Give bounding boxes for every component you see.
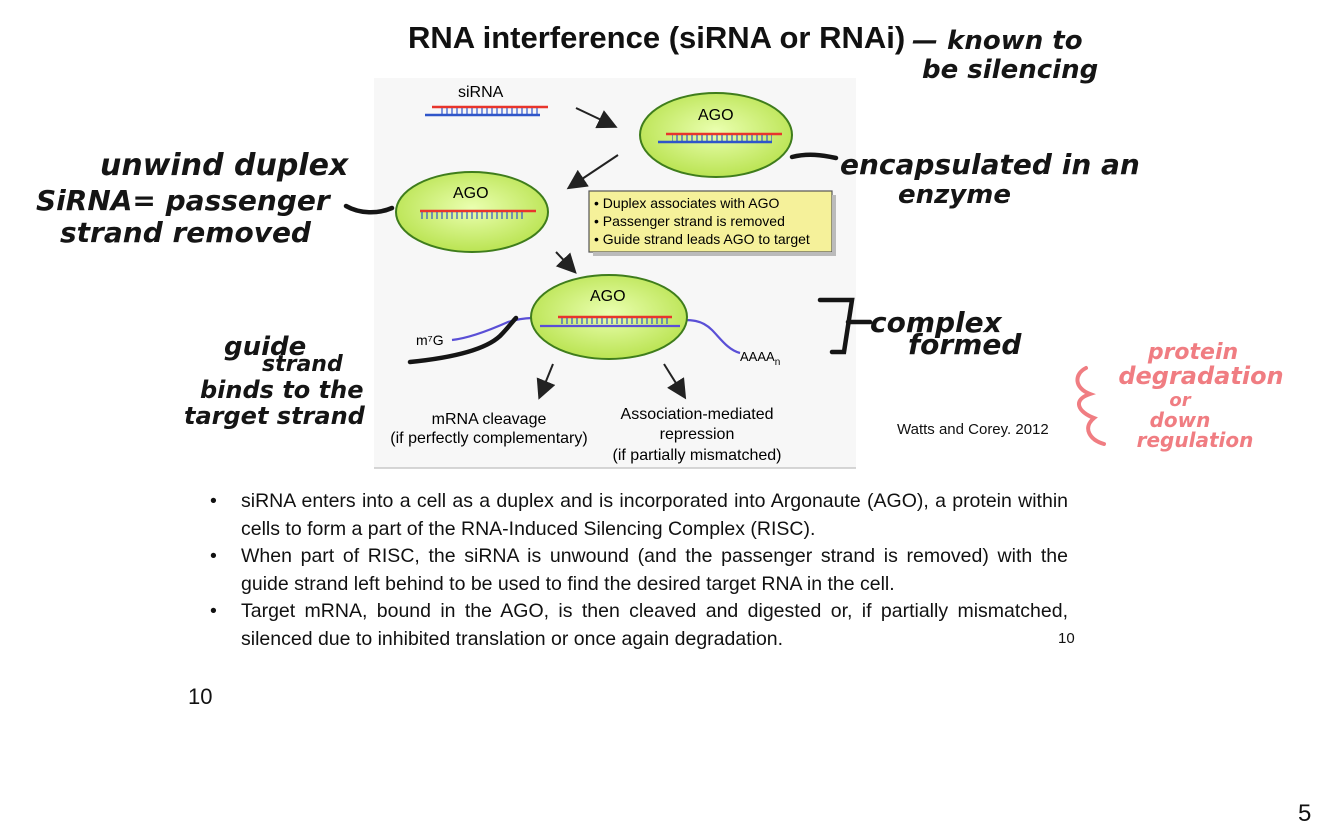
- cleavage-condition: (if perfectly complementary): [390, 430, 587, 447]
- handwritten-note-known: — known to: [912, 26, 1083, 56]
- slide-title: RNA interference (siRNA or RNAi): [408, 20, 906, 55]
- repression-label: repression: [660, 426, 735, 443]
- handwritten-pink-marks: [1075, 366, 1106, 446]
- note-item: • Passenger strand is removed: [594, 213, 785, 229]
- handwritten-note-protein: degradation: [1118, 362, 1284, 390]
- handwritten-note-protein: regulation: [1136, 428, 1254, 452]
- arrow-icon: [663, 363, 687, 400]
- pointer-stroke: [343, 203, 395, 215]
- bullet-item: When part of RISC, the siRNA is unwound …: [206, 543, 1068, 598]
- cap-label: m⁷G: [416, 332, 444, 348]
- page-number: 10: [188, 684, 213, 709]
- cleavage-label: mRNA cleavage: [432, 411, 547, 428]
- pointer-stroke: [789, 152, 839, 161]
- ago-label: AGO: [453, 185, 489, 202]
- citation: Watts and Corey. 2012: [897, 421, 1049, 438]
- bullet-item: Target mRNA, bound in the AGO, is then c…: [206, 598, 1068, 653]
- handwritten-note-protein: or: [1169, 390, 1191, 411]
- ago-guide-strand-middle: [420, 209, 536, 219]
- handwritten-note-unwind: unwind duplex: [100, 148, 349, 183]
- bullet-list: siRNA enters into a cell as a duplex and…: [206, 488, 1068, 653]
- arrow-icon: [536, 363, 556, 400]
- handwritten-note-protein: down: [1149, 408, 1211, 432]
- handwritten-note-complex: formed: [908, 328, 1022, 361]
- handwritten-note-encapsulated: enzyme: [898, 180, 1011, 210]
- handwritten-note-guide: target strand: [184, 402, 365, 430]
- page-number-corner: 5: [1298, 800, 1312, 827]
- sirna-duplex: [425, 105, 548, 117]
- handwritten-note-guide: strand: [262, 352, 343, 377]
- sirna-label: siRNA: [458, 84, 504, 101]
- handwritten-note-known: be silencing: [922, 55, 1099, 85]
- handwritten-note-unwind: SiRNA= passenger: [36, 184, 330, 217]
- ago-target-complex: [540, 315, 680, 328]
- pink-brace-stroke: [1075, 366, 1106, 446]
- note-item: • Guide strand leads AGO to target: [594, 231, 810, 247]
- pointer-stroke: [407, 315, 519, 365]
- poly-a-label: AAAAn: [740, 349, 780, 368]
- note-item: • Duplex associates with AGO: [594, 195, 780, 211]
- slide-number-ref: 10: [1058, 630, 1075, 647]
- arrow-icon: [566, 154, 619, 190]
- handwritten-note-encapsulated: encapsulated in an: [840, 148, 1140, 181]
- handwritten-note-complex: complex: [870, 306, 1002, 339]
- handwritten-note-unwind: strand removed: [60, 216, 311, 249]
- handwritten-note-protein: protein: [1147, 340, 1239, 365]
- ago-label: AGO: [590, 288, 626, 305]
- repression-label: Association-mediated: [621, 406, 774, 423]
- arrow-icon: [555, 251, 577, 274]
- arrow-icon: [575, 107, 618, 129]
- handwritten-note-guide: binds to the: [200, 376, 364, 404]
- bullet-item: siRNA enters into a cell as a duplex and…: [206, 488, 1068, 543]
- ago-label: AGO: [698, 107, 734, 124]
- ago-duplex-top: [658, 132, 782, 144]
- bracket-stroke: [817, 297, 855, 355]
- handwritten-note-guide: guide: [224, 332, 307, 362]
- handwritten-marks: [343, 152, 873, 365]
- repression-condition: (if partially mismatched): [613, 447, 782, 464]
